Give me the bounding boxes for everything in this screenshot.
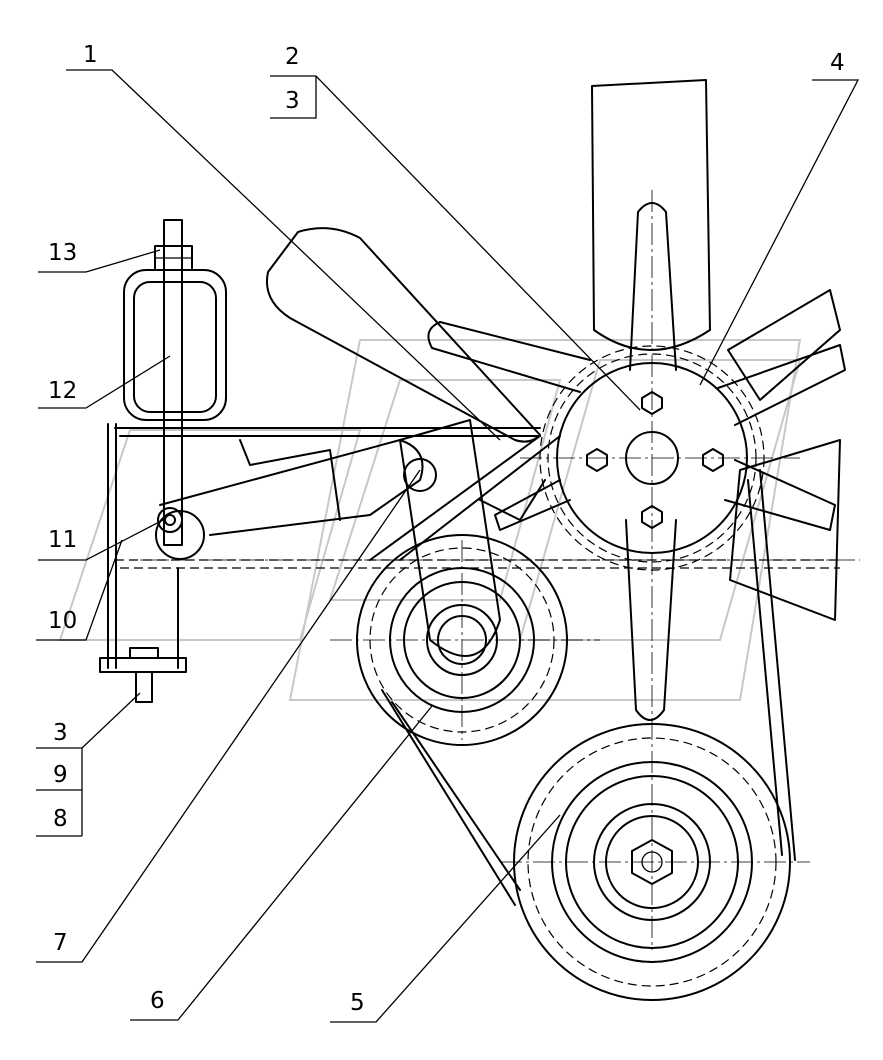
adjusting-arm (99, 439, 437, 703)
callout-10: 10 (48, 608, 77, 634)
spider-arm-top (629, 202, 677, 371)
center-lines (140, 190, 860, 950)
callout-4: 4 (830, 50, 845, 76)
bracket-frame (107, 423, 840, 669)
spider-arm-left (427, 321, 591, 393)
upper-rail (114, 427, 541, 437)
callout-8: 8 (53, 806, 68, 832)
fan-blade-right-lower (729, 439, 841, 621)
spider-arm-lower-left (494, 479, 571, 531)
callout-2: 2 (285, 44, 300, 70)
callout-leaders (36, 69, 860, 1023)
callout-3-upper: 3 (285, 88, 300, 114)
hub-bolt-right (702, 448, 724, 472)
callout-labels: 1 2 3 4 13 12 11 10 3 9 8 7 6 5 (48, 42, 845, 1016)
idler-lever (399, 419, 501, 657)
callout-7: 7 (53, 930, 68, 956)
callout-6: 6 (150, 988, 165, 1014)
callout-5: 5 (350, 990, 365, 1016)
fan-blade-left (266, 227, 541, 443)
v-belt (381, 469, 796, 906)
callout-11: 11 (48, 527, 77, 553)
callout-1: 1 (83, 42, 98, 68)
hub-bolt-left (586, 448, 608, 472)
spider-arm-bottom (625, 519, 677, 721)
tension-bracket (123, 219, 227, 546)
fan-blade-top (591, 79, 711, 351)
callout-9: 9 (53, 762, 68, 788)
callout-3-lower: 3 (53, 720, 68, 746)
fan-spider (427, 202, 846, 721)
callout-13: 13 (48, 240, 77, 266)
spider-arm-right (717, 344, 846, 426)
spider-arm-lower-right (724, 459, 836, 531)
callout-12: 12 (48, 378, 77, 404)
fan-blade-right-upper (727, 289, 841, 401)
fan-blades (266, 79, 841, 621)
